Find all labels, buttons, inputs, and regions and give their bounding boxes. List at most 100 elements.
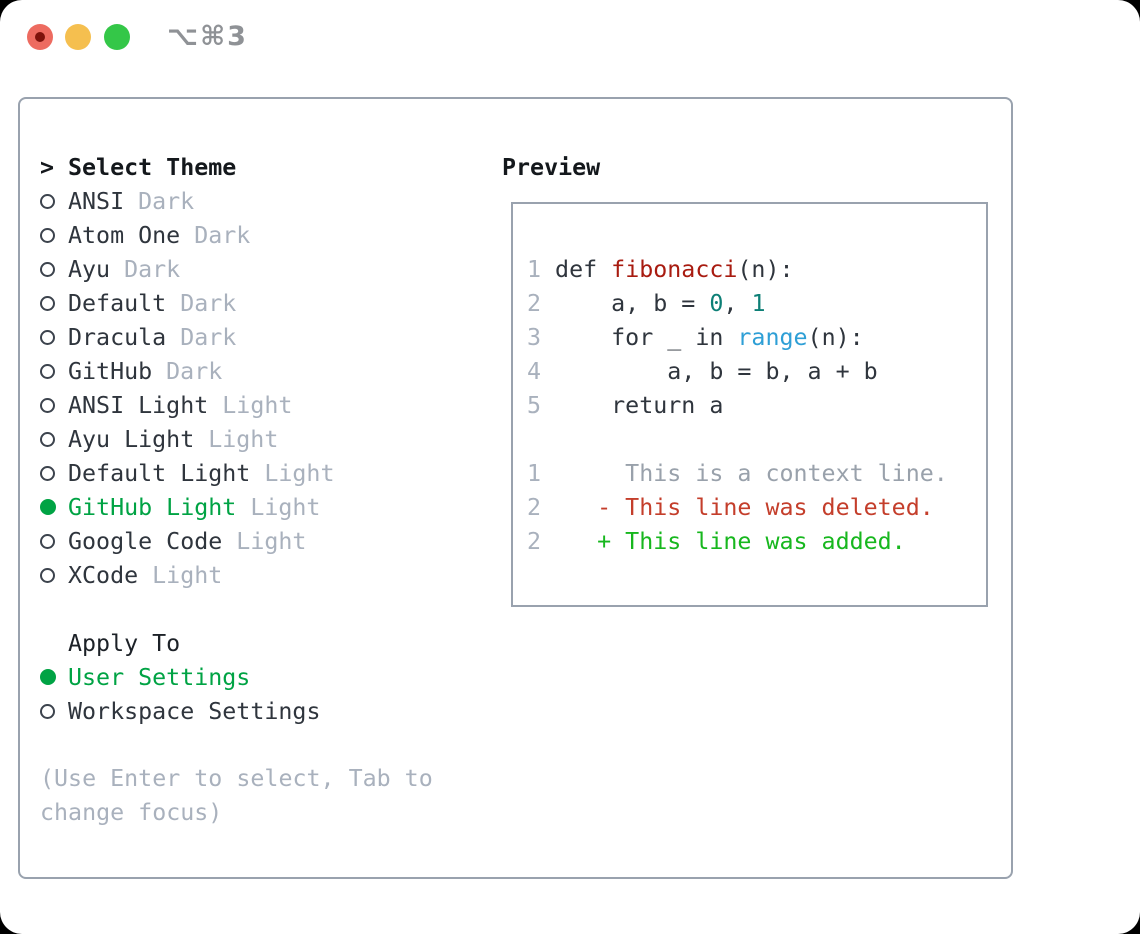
code-line: 2 + This line was added. <box>527 525 986 559</box>
preview-header: Preview <box>502 150 600 184</box>
option-label: Google Code <box>68 527 223 555</box>
variant-tag: Dark <box>194 221 251 249</box>
radio-icon <box>40 703 68 719</box>
code-segment-plain: , <box>723 290 752 317</box>
spacer <box>40 728 433 762</box>
hint-line: change focus) <box>40 799 223 826</box>
theme-option-ayu[interactable]: Ayu Dark <box>40 252 433 286</box>
option-label: ANSI Light <box>68 391 209 419</box>
option-label: Ayu Light <box>68 425 195 453</box>
code-line: 3 for _ in range(n): <box>527 321 986 355</box>
radio-icon <box>40 431 68 447</box>
apply-to-title: Apply To <box>68 629 181 657</box>
radio-icon <box>40 193 68 209</box>
apply-option-user-settings[interactable]: User Settings <box>40 660 433 694</box>
line-number: 2 <box>527 528 542 555</box>
close-dot-icon <box>35 32 45 42</box>
option-label: Atom One <box>68 221 181 249</box>
code-line <box>527 423 986 457</box>
option-label: Dracula <box>68 323 167 351</box>
line-number: 2 <box>527 290 542 317</box>
radio-selected-icon <box>40 669 68 685</box>
zoom-button[interactable] <box>104 24 130 50</box>
code-line: 2 a, b = 0, 1 <box>527 287 986 321</box>
code-segment-add: + This line was added. <box>541 528 906 555</box>
variant-tag: Light <box>250 493 321 521</box>
titlebar: ⌥⌘3 <box>0 0 1140 97</box>
preview-title: Preview <box>502 153 601 181</box>
option-label: User Settings <box>68 663 251 691</box>
theme-option-ansi[interactable]: ANSI Dark <box>40 184 433 218</box>
option-label: Default Light <box>68 459 251 487</box>
option-label: Default <box>68 289 167 317</box>
radio-icon <box>40 397 68 413</box>
line-number: 1 <box>527 256 542 283</box>
code-segment-ctx: This is a context line. <box>541 460 948 487</box>
radio-icon <box>40 261 68 277</box>
apply-option-workspace-settings[interactable]: Workspace Settings <box>40 694 433 728</box>
theme-option-dracula[interactable]: Dracula Dark <box>40 320 433 354</box>
code-line: 5 return a <box>527 389 986 423</box>
radio-icon <box>40 465 68 481</box>
code-segment-func: fibonacci <box>611 256 738 283</box>
option-label: Ayu <box>68 255 111 283</box>
code-segment-del: - This line was deleted. <box>541 494 934 521</box>
variant-tag: Dark <box>138 187 195 215</box>
select-theme-title: Select Theme <box>68 153 237 181</box>
code-segment-plain: return a <box>541 392 724 419</box>
option-label: Workspace Settings <box>68 697 321 725</box>
code-segment-plain: for _ in <box>541 324 738 351</box>
code-segment-plain: a, b = b, a + b <box>541 358 878 385</box>
apply-to-header: Apply To <box>40 626 433 660</box>
code-segment-plain: a, b = <box>541 290 710 317</box>
code-line: 1 This is a context line. <box>527 457 986 491</box>
minimize-button[interactable] <box>65 24 91 50</box>
variant-tag: Dark <box>124 255 181 283</box>
radio-icon <box>40 533 68 549</box>
line-number: 2 <box>527 494 542 521</box>
variant-tag: Dark <box>166 357 223 385</box>
option-label: XCode <box>68 561 139 589</box>
radio-icon <box>40 227 68 243</box>
option-label: ANSI <box>68 187 125 215</box>
close-button[interactable] <box>27 24 53 50</box>
radio-selected-icon <box>40 499 68 515</box>
option-label: GitHub Light <box>68 493 237 521</box>
select-theme-header: > Select Theme <box>40 150 433 184</box>
code-segment-builtin: range <box>737 324 808 351</box>
radio-icon <box>40 567 68 583</box>
theme-option-atom-one[interactable]: Atom One Dark <box>40 218 433 252</box>
line-number: 3 <box>527 324 542 351</box>
variant-tag: Dark <box>180 323 237 351</box>
line-number: 4 <box>527 358 542 385</box>
code-segment-num: 0 <box>709 290 724 317</box>
theme-option-github-light[interactable]: GitHub Light Light <box>40 490 433 524</box>
prompt-icon: > <box>40 153 55 181</box>
code-segment-plain: (n): <box>807 324 864 351</box>
code-line: 4 a, b = b, a + b <box>527 355 986 389</box>
variant-tag: Light <box>236 527 307 555</box>
variant-tag: Light <box>152 561 223 589</box>
code-segment-plain: (n): <box>737 256 794 283</box>
code-segment-plain: def <box>541 256 612 283</box>
option-label: GitHub <box>68 357 153 385</box>
theme-option-xcode[interactable]: XCode Light <box>40 558 433 592</box>
code-segment-num: 1 <box>751 290 766 317</box>
theme-option-google-code[interactable]: Google Code Light <box>40 524 433 558</box>
radio-icon <box>40 329 68 345</box>
theme-option-github[interactable]: GitHub Dark <box>40 354 433 388</box>
line-number: 1 <box>527 460 542 487</box>
line-number: 5 <box>527 392 542 419</box>
radio-icon <box>40 295 68 311</box>
